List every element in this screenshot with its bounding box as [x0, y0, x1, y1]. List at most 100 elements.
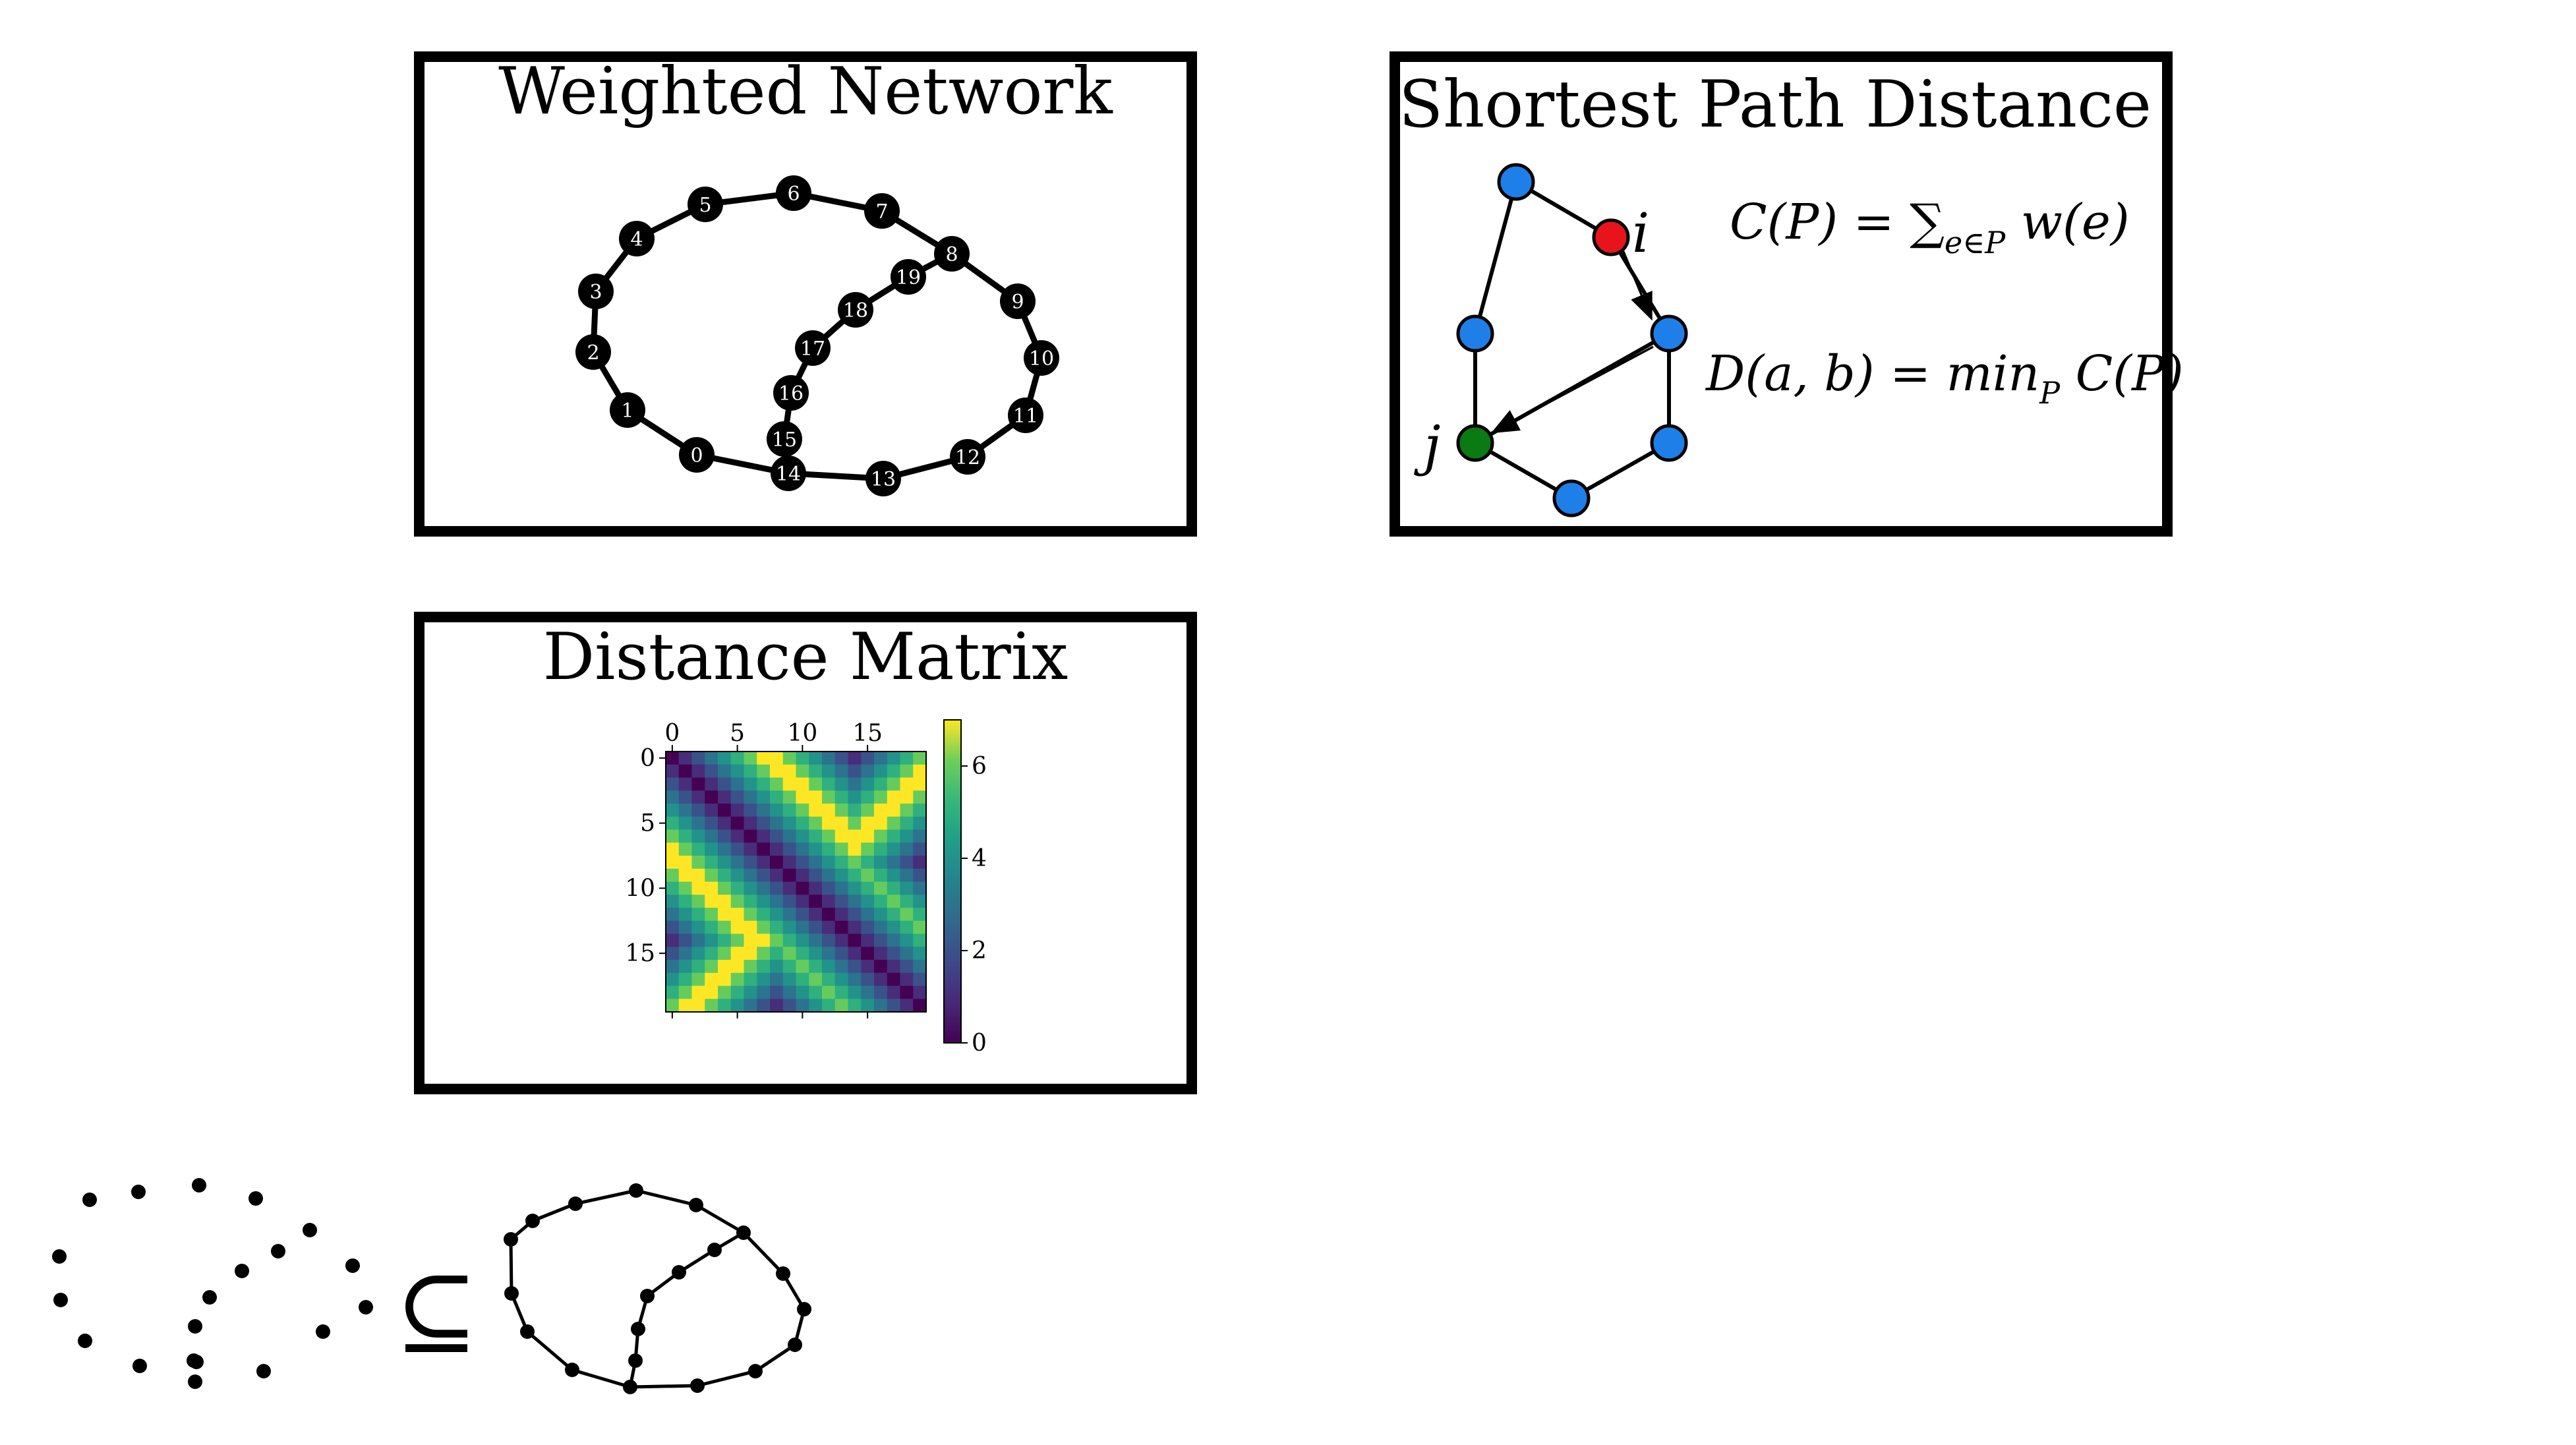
heatmap-cell	[718, 908, 732, 922]
heatmap-cell	[718, 960, 732, 974]
heatmap-cell	[691, 829, 705, 843]
weighted-network-title: Weighted Network	[498, 54, 1113, 129]
heatmap-cell	[834, 881, 849, 895]
heatmap-cell	[666, 856, 680, 870]
heatmap-cell	[822, 868, 836, 883]
heatmap-cell	[744, 999, 757, 1013]
small-graph-edge	[509, 1239, 513, 1294]
small-graph-node	[568, 1196, 583, 1211]
heatmap-cell	[770, 816, 784, 831]
heatmap-cell	[834, 933, 849, 947]
heatmap-cell	[691, 933, 705, 947]
heatmap-cell	[874, 999, 888, 1013]
heatmap-cell	[848, 816, 862, 831]
heatmap-cell	[861, 777, 875, 791]
heatmap-cell	[691, 856, 705, 870]
heatmap-cell	[678, 829, 693, 843]
heatmap-cell	[913, 999, 927, 1013]
small-graph-edge	[571, 1368, 631, 1389]
heatmap-cell	[757, 764, 771, 779]
cloud-point	[53, 1293, 68, 1307]
network-node	[1008, 398, 1043, 433]
heatmap-cell	[744, 790, 757, 804]
heatmap-cell	[822, 881, 836, 895]
heatmap-cell	[900, 920, 914, 935]
colorbar	[943, 719, 962, 1044]
heatmap-cell	[900, 804, 914, 817]
network-node	[619, 221, 655, 256]
heatmap-cell	[782, 816, 797, 831]
heatmap-cell	[757, 908, 771, 922]
cloud-point	[132, 1359, 147, 1373]
heatmap-cell	[782, 972, 797, 987]
heatmap-cell	[678, 881, 693, 895]
heatmap-cell	[848, 777, 862, 791]
network-node-label: 14	[776, 463, 801, 486]
heatmap-cell	[691, 947, 705, 960]
heatmap-cell	[887, 856, 901, 870]
heatmap-cell	[796, 804, 809, 817]
heatmap-cell	[730, 816, 745, 831]
heatmap-cell	[691, 764, 705, 779]
heatmap-cell	[900, 947, 914, 960]
heatmap-cell	[757, 804, 771, 817]
heatmap-cell	[757, 777, 771, 791]
heatmap-cell	[861, 856, 875, 870]
y-tick-label: 10	[625, 875, 655, 902]
heatmap-cell	[874, 790, 888, 804]
heatmap-cell	[666, 933, 680, 947]
colorbar-tick-label: 6	[972, 753, 987, 780]
heatmap-cell	[666, 908, 680, 922]
heatmap-cell	[757, 829, 771, 843]
heatmap-cell	[666, 842, 680, 856]
heatmap-cell	[744, 972, 757, 987]
heatmap-cell	[834, 829, 849, 843]
heatmap-cell	[666, 881, 680, 895]
x-tick-label: 0	[664, 720, 680, 747]
heatmap-cell	[730, 752, 745, 765]
heatmap-cell	[861, 752, 875, 765]
heatmap-cell	[691, 972, 705, 987]
network-node-label: 5	[699, 194, 711, 217]
heatmap-cell	[861, 895, 875, 908]
heatmap-cell	[809, 790, 823, 804]
small-graph-edge	[695, 1203, 745, 1235]
heatmap-cell	[770, 933, 784, 947]
heatmap-cell	[822, 960, 836, 974]
heatmap-cell	[796, 856, 809, 870]
heatmap-cell	[691, 816, 705, 831]
heatmap-cell	[809, 908, 823, 922]
heatmap-cell	[887, 960, 901, 974]
heatmap-cell	[666, 986, 680, 999]
distance-formula: D(a, b) = minP C(P)	[1705, 345, 2184, 411]
x-tick-label: 10	[787, 720, 817, 747]
heatmap-cell	[887, 777, 901, 791]
heatmap-cell	[900, 752, 914, 765]
heatmap-cell	[822, 856, 836, 870]
heatmap-cell	[796, 881, 809, 895]
heatmap-cell	[757, 895, 771, 908]
heatmap-cell	[678, 868, 693, 883]
heatmap-cell	[848, 986, 862, 999]
heatmap-cell	[887, 947, 901, 960]
heatmap-cell	[744, 829, 757, 843]
path-node	[1497, 163, 1535, 201]
heatmap-cell	[770, 777, 784, 791]
heatmap-cell	[874, 764, 888, 779]
heatmap-cell	[874, 986, 888, 999]
heatmap-cell	[730, 881, 745, 895]
heatmap-cell	[691, 895, 705, 908]
distance-matrix-frame	[414, 612, 1197, 1094]
heatmap-cell	[796, 829, 809, 843]
heatmap-cell	[822, 972, 836, 987]
heatmap-cell	[822, 999, 836, 1013]
y-tick-label: 5	[640, 810, 655, 837]
heatmap-cell	[691, 960, 705, 974]
heatmap-cell	[848, 829, 862, 843]
small-graph-node	[788, 1338, 802, 1352]
heatmap-cell	[718, 816, 732, 831]
heatmap-cell	[705, 856, 718, 870]
heatmap-cell	[796, 790, 809, 804]
